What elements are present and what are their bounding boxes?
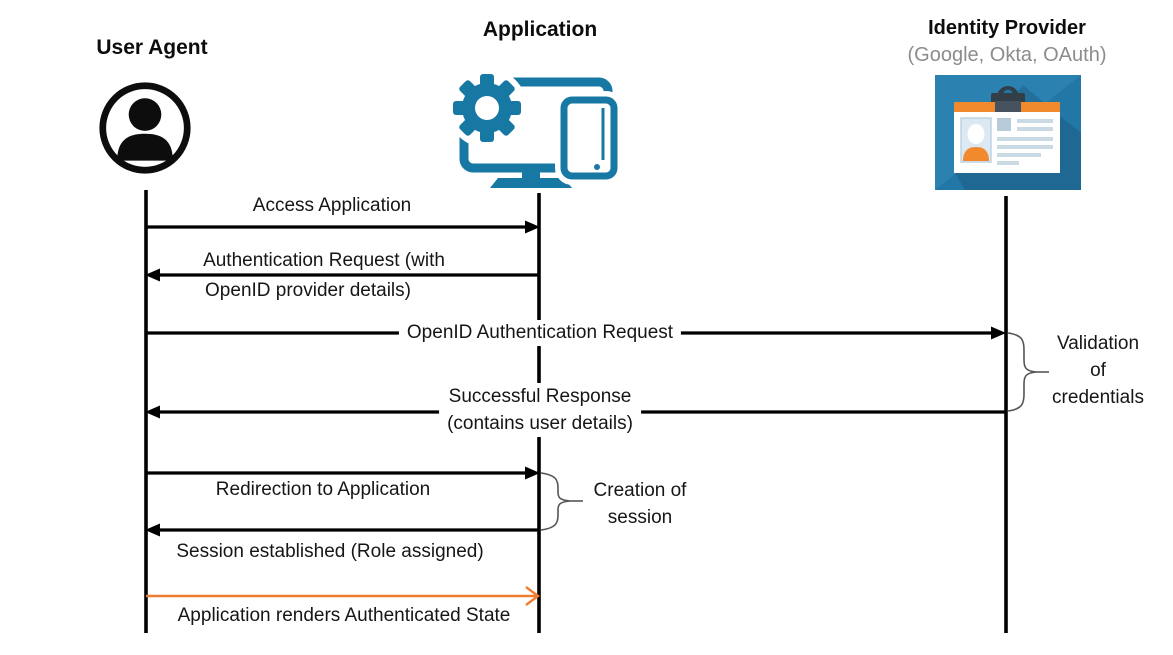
- message-label-access-application: Access Application: [252, 195, 412, 216]
- arrowhead-redirection-to-application: [525, 466, 540, 480]
- tablet-outline: [560, 96, 618, 180]
- message-label-successful-response: Successful Response (contains user detai…: [439, 383, 641, 437]
- message-label-openid-authentication-request: OpenID Authentication Request: [398, 320, 682, 346]
- brace-validation: [1007, 332, 1037, 412]
- tablet-home-button: [594, 164, 600, 170]
- photo-head: [967, 124, 985, 144]
- message-label-authentication-request-line2: OpenID provider details): [205, 280, 411, 301]
- user-icon-ring: [99, 82, 191, 174]
- photo-shoulders: [963, 147, 989, 161]
- message-label-renders-authenticated-state: Application renders Authenticated State: [177, 605, 511, 626]
- user-icon: [97, 80, 193, 181]
- user-icon-head: [128, 98, 162, 131]
- card-badge-square: [997, 118, 1011, 131]
- clip-over-bar: [995, 101, 1021, 112]
- application-devices-icon-svg: [447, 68, 623, 188]
- annotation-creation-of-session: Creation of session: [594, 477, 687, 531]
- message-label-session-established: Session established (Role assigned): [176, 541, 484, 562]
- gear-icon: [453, 74, 521, 142]
- actor-application-label: Application: [482, 18, 598, 41]
- message-label-successful-response-line2: (contains user details): [447, 413, 633, 434]
- annotation-validation-line3: credentials: [1052, 387, 1144, 408]
- arrowhead-openid-authentication-request: [991, 326, 1006, 340]
- user-icon-svg: [99, 82, 191, 174]
- annotation-creation-line1: Creation of: [593, 480, 687, 501]
- actor-identity-provider-sublabel: (Google, Okta, OAuth): [907, 44, 1107, 66]
- identity-card-icon-svg: [935, 75, 1081, 190]
- message-label-authentication-request-line1: Authentication Request (with: [203, 250, 445, 271]
- annotation-validation-of-credentials: Validation of credentials: [1052, 330, 1144, 411]
- identity-card-icon: [935, 75, 1081, 195]
- application-devices-icon: [447, 62, 625, 197]
- actor-user-agent-label: User Agent: [96, 36, 208, 59]
- monitor-neck: [522, 166, 540, 178]
- brace-creation: [540, 472, 571, 531]
- monitor-base: [490, 178, 572, 188]
- arrowhead-successful-response: [145, 405, 160, 419]
- message-label-redirection-to-application: Redirection to Application: [215, 479, 431, 500]
- annotation-validation-line2: of: [1090, 360, 1106, 381]
- arrowhead-authentication-request: [145, 268, 160, 282]
- arrowhead-access-application: [525, 220, 540, 234]
- card-text-lines: [997, 119, 1053, 165]
- arrowhead-renders-authenticated-state: [525, 586, 540, 606]
- annotation-validation-line1: Validation: [1056, 333, 1140, 354]
- annotation-creation-line2: session: [607, 507, 673, 528]
- user-icon-body: [117, 133, 173, 161]
- arrowhead-session-established: [145, 523, 160, 537]
- message-label-successful-response-line1: Successful Response: [448, 386, 632, 407]
- actor-identity-provider-label: Identity Provider: [928, 17, 1086, 39]
